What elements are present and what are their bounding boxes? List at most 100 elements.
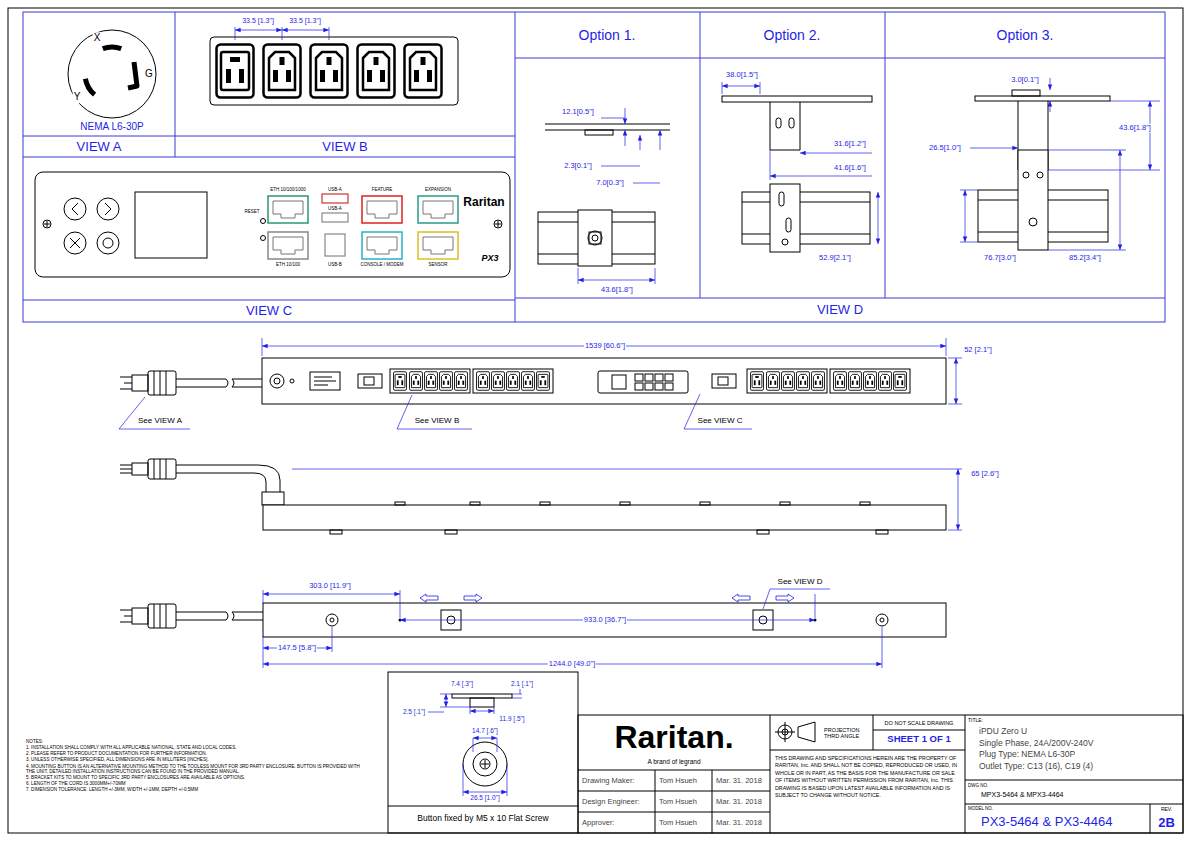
bracket-option-1 xyxy=(578,268,655,284)
control-panel xyxy=(97,232,119,254)
pdu-front-view xyxy=(274,378,280,384)
control-panel xyxy=(268,196,308,223)
view-caption: VIEW A xyxy=(23,136,175,157)
port-label: FEATURE xyxy=(371,187,394,192)
pdu-side-view xyxy=(700,502,710,505)
pdu-front-view xyxy=(718,377,728,385)
button-detail xyxy=(428,689,522,714)
dimension: 933.0 [36.7"] xyxy=(583,616,627,625)
pdu-front-view xyxy=(477,372,490,391)
bracket-option-2 xyxy=(786,218,791,232)
logo-cell: Raritan.A brand of legrand xyxy=(578,715,770,770)
pdu-back-view xyxy=(763,589,830,609)
control-panel xyxy=(362,196,402,223)
node-text: iPDU Zero U xyxy=(979,727,1027,737)
port-label: EXPANSION xyxy=(424,187,452,192)
control-panel xyxy=(268,232,308,259)
sheet-frame xyxy=(8,8,1183,833)
node-text: Raritan. xyxy=(614,719,733,756)
button-detail xyxy=(470,698,494,707)
pdu-front-view xyxy=(507,372,520,391)
node-text: VIEW D xyxy=(817,303,863,318)
pdu-front-view xyxy=(132,375,148,391)
dimension: 1539 [60.6"] xyxy=(584,342,626,351)
pdu-front-view xyxy=(598,371,688,393)
callout: See VIEW A xyxy=(137,416,183,425)
pdu-back-view xyxy=(263,590,882,668)
view-caption: VIEW B xyxy=(175,136,515,157)
bracket-option-3 xyxy=(1029,218,1037,226)
bracket-option-3 xyxy=(1023,172,1029,178)
bracket-option-2 xyxy=(770,102,800,150)
control-panel xyxy=(70,238,80,248)
sheet-frame xyxy=(23,12,1165,322)
dimension: 52 [2.1"] xyxy=(963,346,993,355)
pdu-front-view xyxy=(440,372,453,391)
pdu-front-view xyxy=(176,379,262,387)
node-text: Option 2. xyxy=(764,27,821,43)
plug-face xyxy=(85,79,94,95)
pin-label: X xyxy=(93,32,102,44)
control-panel xyxy=(105,203,111,215)
pdu-front-view xyxy=(948,358,962,404)
button-detail xyxy=(480,759,490,769)
pdu-front-view xyxy=(473,369,553,393)
note: 5. BRACKET KITS TO MOUNT TO SPECIFIC 3RD… xyxy=(25,775,246,780)
button-detail xyxy=(452,694,512,698)
control-panel xyxy=(103,238,113,248)
pin-label: G xyxy=(144,68,154,80)
node-text: Tom Hsueh xyxy=(659,797,697,806)
pdu-side-view xyxy=(860,502,870,505)
sheet-frame xyxy=(8,8,1183,833)
port-label: ETH 10/100/1000 xyxy=(269,187,306,192)
dimension: 7.4 [.3"] xyxy=(450,680,474,687)
node-text: 2B xyxy=(1158,816,1175,831)
control-panel xyxy=(72,203,78,215)
bracket-option-3 xyxy=(1048,101,1160,170)
plug-type: NEMA L6-30P xyxy=(79,121,144,133)
bracket-option-1 xyxy=(585,130,613,135)
control-panel xyxy=(367,237,397,254)
pdu-back-view xyxy=(330,618,334,622)
bracket-option-1 xyxy=(625,130,626,146)
pdu-side-view xyxy=(176,465,280,492)
dimension: 33.5 [1.3"] xyxy=(288,17,322,25)
pdu-front-view xyxy=(879,372,892,391)
model-mark: PX3 xyxy=(480,253,499,263)
control-panel xyxy=(418,196,458,223)
dimension: 11.9 [.5"] xyxy=(498,715,525,722)
port-label: SENSOR xyxy=(427,262,448,267)
button-detail xyxy=(473,738,497,739)
pdu-front-view xyxy=(834,372,847,391)
option-caption: Option 2. xyxy=(700,12,885,58)
bracket-option-3 xyxy=(1150,101,1151,170)
callout: See VIEW D xyxy=(777,577,824,586)
pdu-back-view xyxy=(876,614,888,626)
pdu-front-view xyxy=(812,372,825,391)
pdu-front-view xyxy=(956,358,957,404)
pdu-side-view xyxy=(395,502,405,505)
pdu-back-view xyxy=(326,614,338,626)
dimension: 31.6[1.2"] xyxy=(833,140,867,149)
bracket-option-3 xyxy=(1050,78,1051,90)
pdu-front-view xyxy=(665,374,673,381)
option-caption: Option 3. xyxy=(885,12,1165,58)
pdu-side-view xyxy=(876,530,888,534)
bracket-option-1 xyxy=(578,210,612,266)
bracket-option-3 xyxy=(1037,172,1043,178)
view-caption: VIEW D xyxy=(515,298,1165,322)
plug-face xyxy=(68,30,156,118)
option-caption: Option 1. xyxy=(515,12,700,58)
control-panel xyxy=(64,198,86,220)
control-panel xyxy=(35,172,510,277)
pdu-back-view xyxy=(176,612,263,620)
node-text: MPX3-5464 & MPX3-4464 xyxy=(981,791,1064,799)
port-label: CONSOLE / MODEM xyxy=(359,262,404,267)
control-panel xyxy=(97,198,119,220)
port-label: USB-A xyxy=(327,187,343,192)
bracket-option-3 xyxy=(1012,90,1040,96)
outlet-block xyxy=(311,45,348,98)
plug-face xyxy=(103,47,121,49)
projection-cell: PROJECTION THRD ANGLE xyxy=(770,715,873,750)
pdu-front-view xyxy=(314,377,336,385)
